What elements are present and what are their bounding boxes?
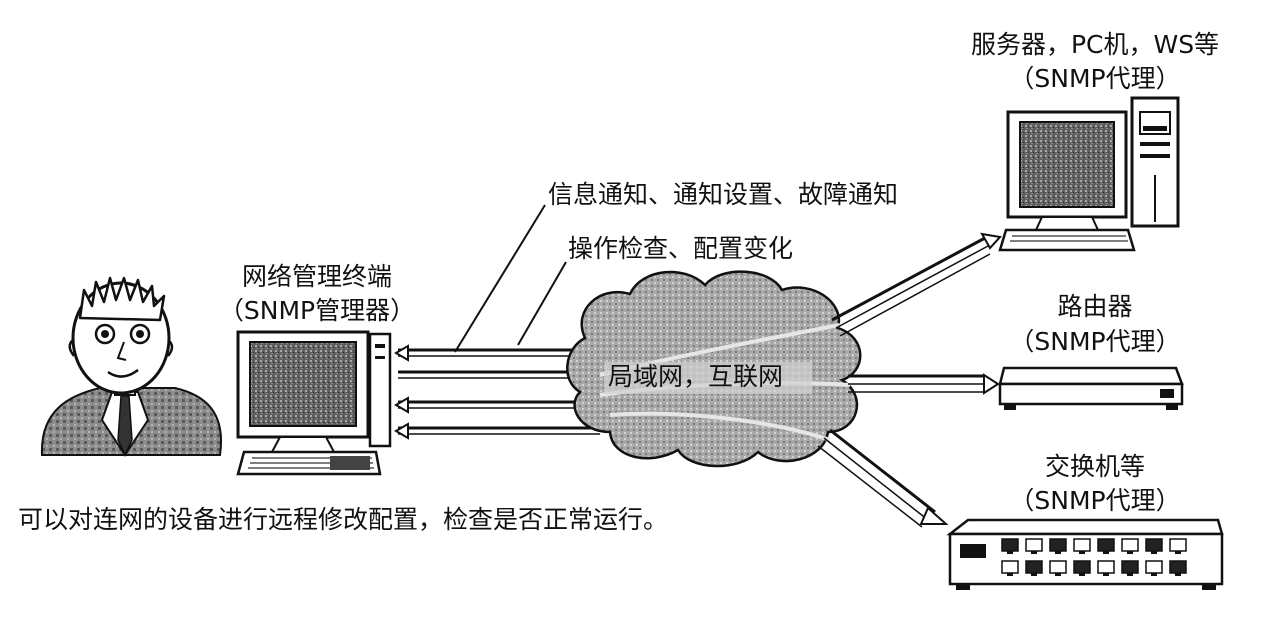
switch-port	[1097, 538, 1115, 552]
message-label-notifications: 信息通知、通知设置、故障通知	[548, 180, 899, 209]
message-leader-lines	[454, 204, 567, 353]
switch-port	[1073, 560, 1091, 574]
switch-port	[1145, 538, 1163, 552]
switch-port-tab	[1127, 573, 1133, 576]
switch-port	[1073, 538, 1091, 552]
management-terminal-icon	[236, 330, 392, 476]
switch-port-tab	[1031, 573, 1037, 576]
switch-port-tab	[1031, 551, 1037, 554]
manager-title: 网络管理终端	[241, 262, 392, 291]
switch-port-tab	[1151, 551, 1157, 554]
agent-router-role: （SNMP代理）	[1009, 327, 1181, 356]
network-cloud-icon	[566, 270, 862, 468]
manager-role: （SNMP管理器）	[218, 296, 416, 325]
switch-port-tab	[1103, 551, 1109, 554]
agent-switch-role: （SNMP代理）	[1009, 486, 1181, 515]
switch-port-tab	[1103, 573, 1109, 576]
switch-port	[1121, 560, 1139, 574]
cloud-agent-arrows	[817, 232, 1002, 528]
terminal-cloud-arrows	[394, 344, 600, 440]
switch-port-tab	[1055, 551, 1061, 554]
switch-port-tab	[1151, 573, 1157, 576]
switch-port-tab	[1055, 573, 1061, 576]
message-label-operations: 操作检查、配置变化	[568, 234, 794, 263]
switch-port-tab	[1079, 573, 1085, 576]
agent-server-title: 服务器，PC机，WS等	[970, 30, 1220, 59]
switch-port-tab	[1127, 551, 1133, 554]
switch-port-tab	[1007, 573, 1013, 576]
switch-port-tab	[1079, 551, 1085, 554]
switch-port	[1025, 538, 1043, 552]
switch-port	[1169, 538, 1187, 552]
switch-port	[1169, 560, 1187, 574]
router-icon	[998, 366, 1184, 410]
switch-icon	[946, 518, 1224, 590]
switch-port	[1049, 560, 1067, 574]
network-label: 局域网，互联网	[608, 362, 784, 391]
switch-port	[1025, 560, 1043, 574]
caption: 可以对连网的设备进行远程修改配置，检查是否正常运行。	[18, 505, 669, 534]
switch-port	[1121, 538, 1139, 552]
agent-router-title: 路由器	[1057, 292, 1133, 321]
agent-server-role: （SNMP代理）	[1009, 64, 1181, 93]
switch-port	[1001, 538, 1019, 552]
switch-port-tab	[1007, 551, 1013, 554]
agent-switch-title: 交换机等	[1044, 452, 1145, 481]
switch-port-tab	[1175, 551, 1181, 554]
switch-port-tab	[1175, 573, 1181, 576]
switch-port	[1145, 560, 1163, 574]
administrator-person-icon	[40, 276, 222, 457]
switch-port	[1001, 560, 1019, 574]
switch-port	[1097, 560, 1115, 574]
server-pc-icon	[998, 96, 1180, 252]
switch-port	[1049, 538, 1067, 552]
